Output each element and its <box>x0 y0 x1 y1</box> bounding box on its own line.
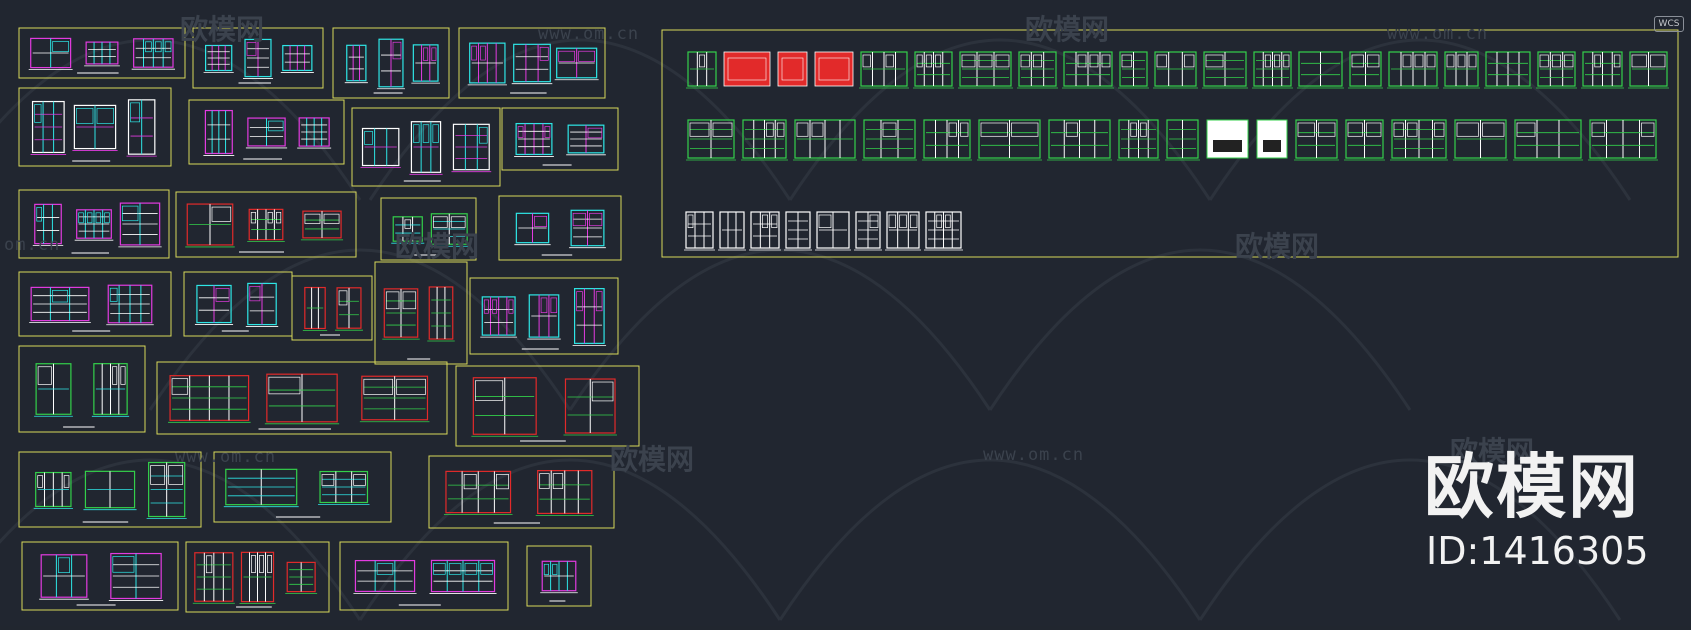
watermark-brand: 欧模网 <box>1235 230 1320 263</box>
watermark-brand: 欧模网 <box>1025 13 1110 46</box>
wcs-indicator[interactable]: WCS <box>1654 16 1684 32</box>
brand-title: 欧模网 <box>1424 446 1640 528</box>
watermark-pattern <box>0 38 1632 621</box>
watermark-url: om.cn <box>4 235 61 255</box>
watermark-brand: 欧模网 <box>1450 435 1535 468</box>
drawing-sheets <box>18 27 1679 613</box>
watermark-url: www.om.cn <box>983 445 1085 465</box>
watermark-url: www.om.cn <box>1387 24 1489 44</box>
watermark-brand: 欧模网 <box>180 13 265 46</box>
watermark-url: www.om.cn <box>538 24 640 44</box>
watermark-brand: 欧模网 <box>395 230 480 263</box>
watermark-brand: 欧模网 <box>610 443 695 476</box>
watermark-url: www.om.cn <box>175 447 277 467</box>
model-id-label: ID:1416305 <box>1426 529 1649 573</box>
